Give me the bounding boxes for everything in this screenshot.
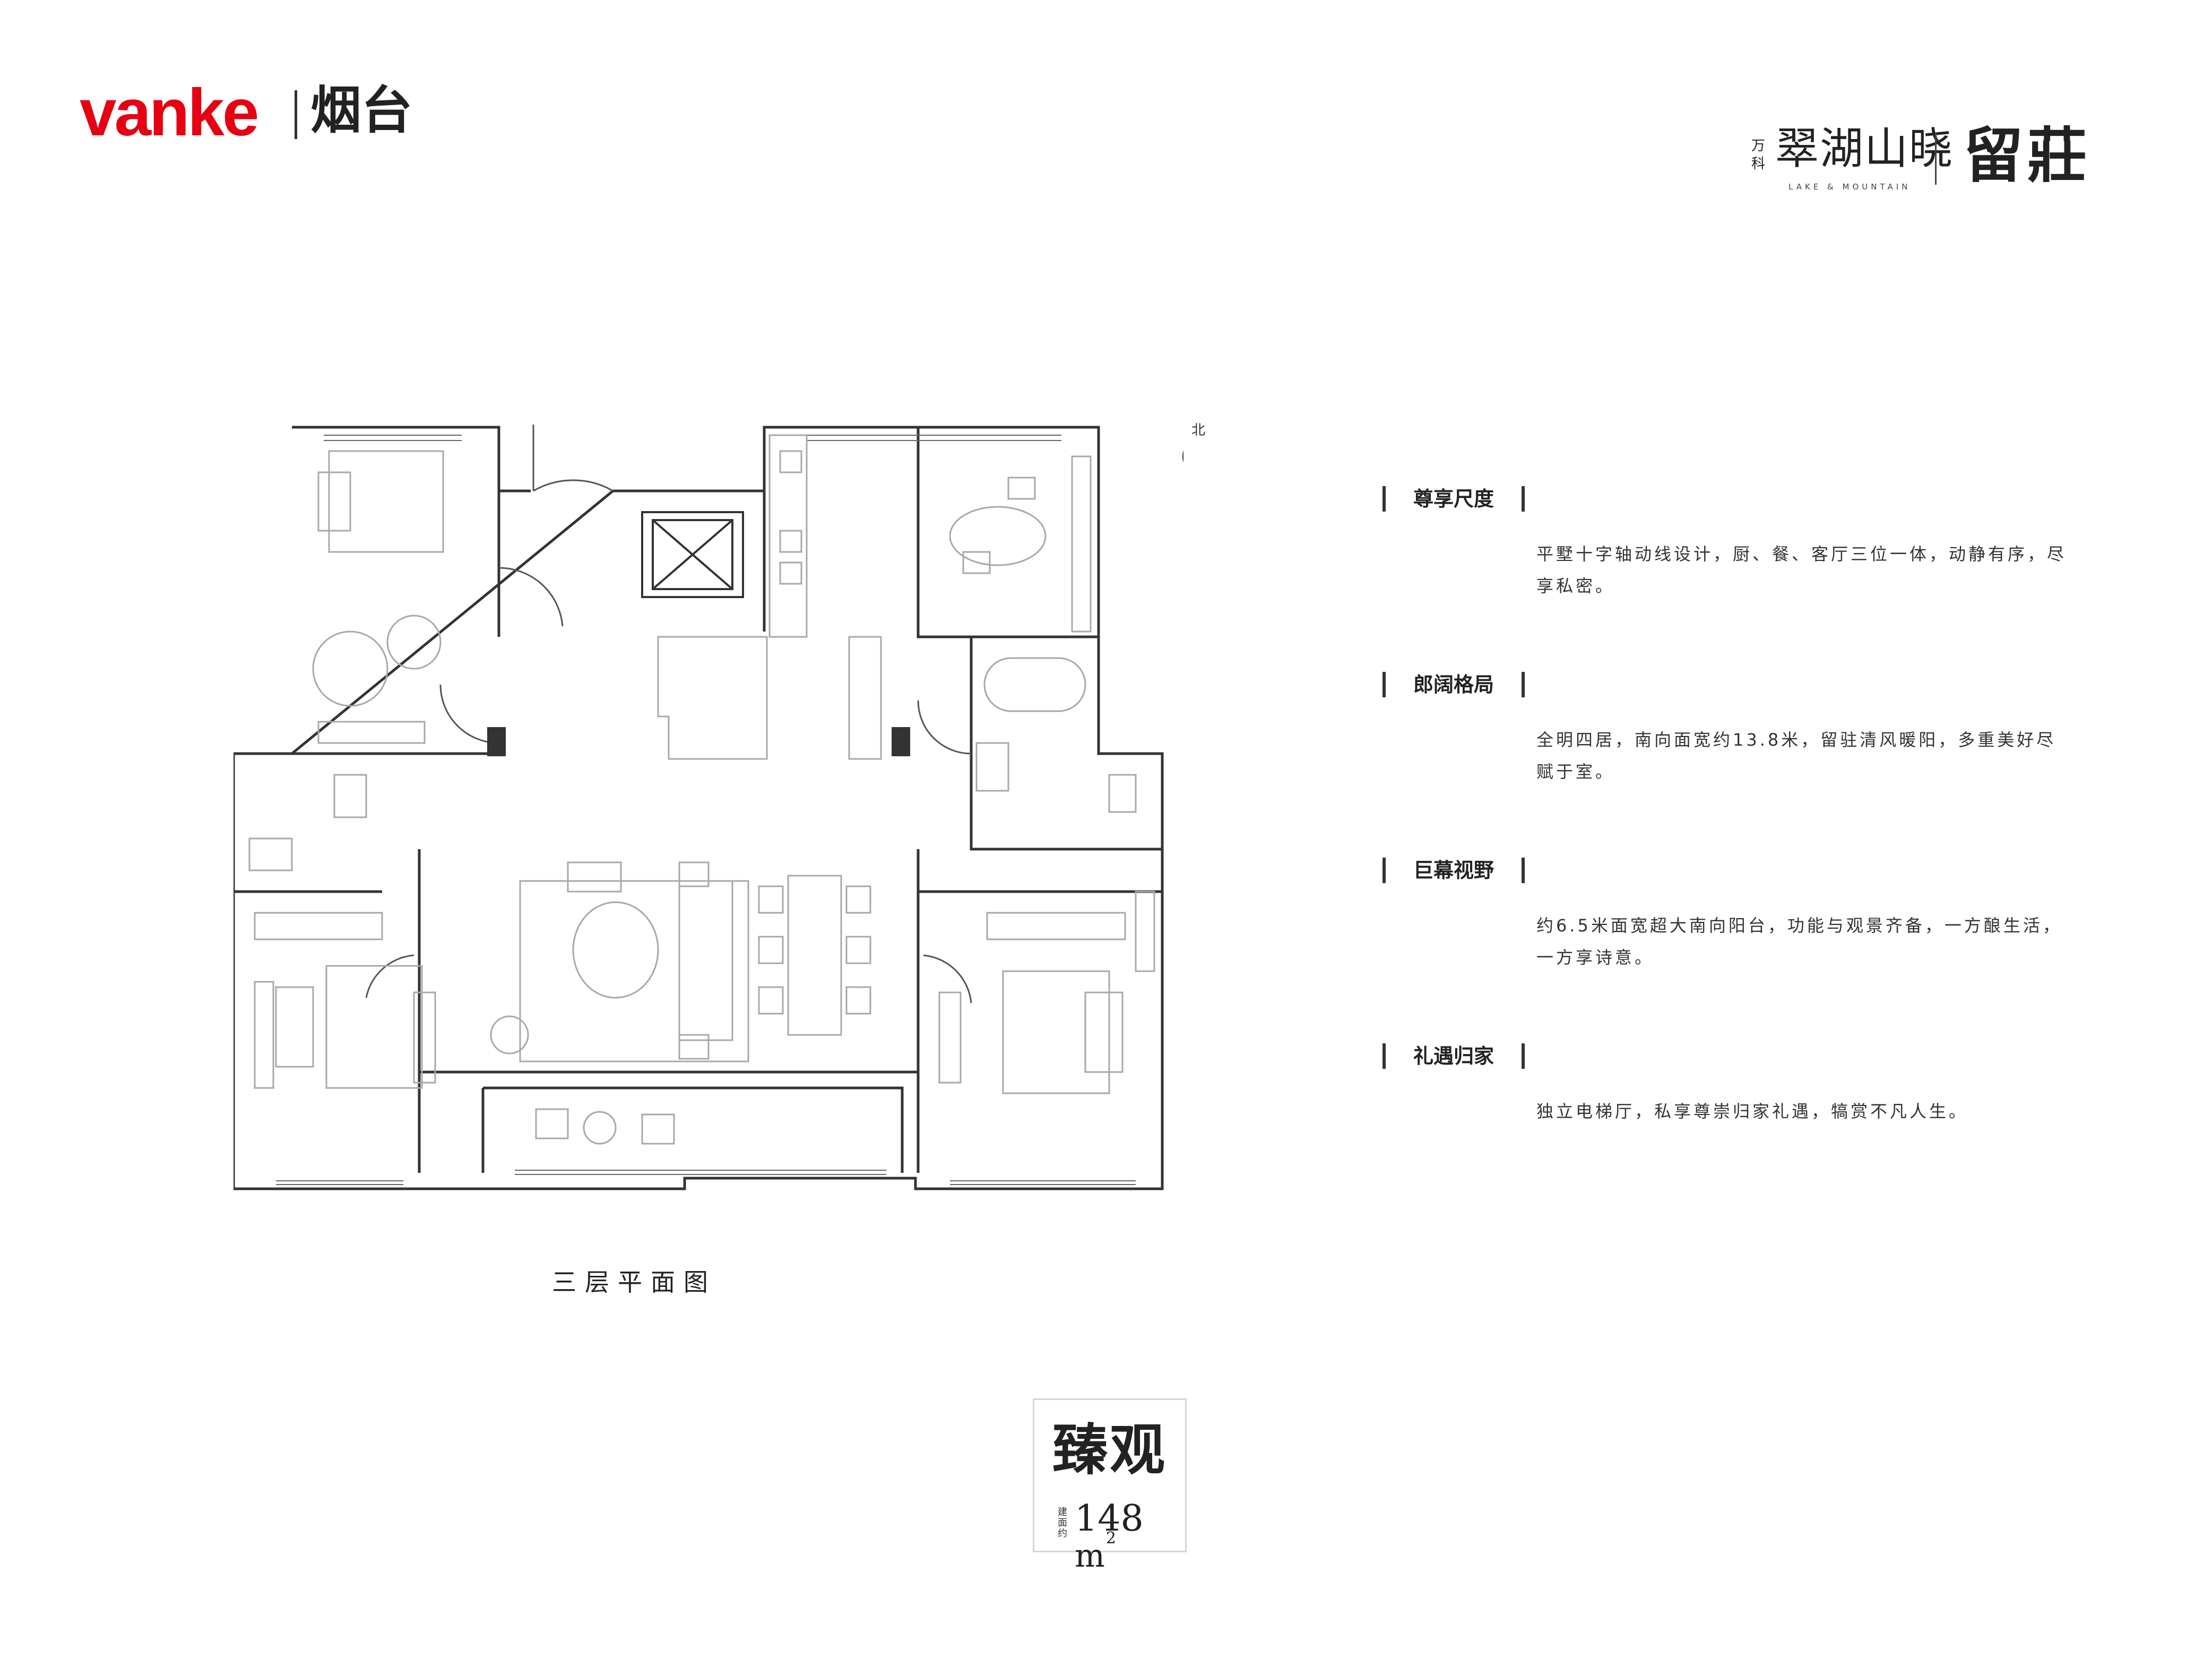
feature-2: 郎阔格局 全明四居，南向面宽约13.8米，留驻清风暖阳，多重美好尽赋于室。 (1382, 669, 2072, 788)
sink (975, 742, 1009, 792)
project-prefix: 万科 (1751, 138, 1765, 172)
feature-description: 全明四居，南向面宽约13.8米，留驻清风暖阳，多重美好尽赋于室。 (1536, 730, 2057, 782)
sofa (678, 880, 733, 1041)
toilet (333, 774, 367, 818)
feature-bar (1382, 858, 1386, 883)
feature-bar (1382, 1043, 1386, 1069)
feature-4: 礼遇归家 独立电梯厅，私享尊崇归家礼遇，犒赏不凡人生。 (1382, 1040, 2072, 1127)
desk (317, 471, 351, 532)
feature-description: 平墅十字轴动线设计，厨、餐、客厅三位一体，动静有序，尽享私密。 (1536, 544, 2067, 596)
wardrobe (254, 912, 383, 940)
round-table (949, 506, 1047, 566)
feature-head: 郎阔格局 (1382, 669, 2072, 701)
toilet (1108, 774, 1137, 813)
cabinet (848, 636, 882, 760)
area-value: 148 m2 (1075, 1501, 1185, 1573)
feature-bar (1522, 858, 1525, 883)
desk (275, 986, 314, 1068)
plan-walls (234, 426, 1164, 1190)
wardrobe (317, 721, 426, 744)
project-divider (1935, 133, 1937, 185)
feature-head: 巨幕视野 (1382, 854, 2072, 886)
area-label: 建面约 (1058, 1507, 1067, 1539)
bookshelf (254, 981, 274, 1089)
bookshelf (1071, 455, 1092, 633)
wardrobe (986, 912, 1126, 940)
bed (325, 965, 423, 1089)
bed (328, 450, 444, 553)
feature-description: 独立电梯厅，私享尊崇归家礼遇，犒赏不凡人生。 (1536, 1101, 1969, 1121)
pillars (487, 727, 910, 756)
feature-bar (1522, 1043, 1525, 1069)
wall-outer (234, 426, 1164, 1190)
project-name: 翠湖山晓 (1775, 124, 1954, 174)
project-series: 留莊 (1964, 121, 2091, 191)
area-unit: m (1075, 1537, 1105, 1575)
plan-caption: 三层平面图 (552, 1268, 716, 1297)
armchair (490, 1015, 529, 1055)
rug (519, 880, 749, 1062)
area-unit-sup: 2 (1105, 1529, 1116, 1548)
brand-city: 烟台 (310, 81, 412, 140)
bathtub (983, 657, 1086, 712)
wall-north-west (292, 426, 531, 492)
project-subtitle: LAKE & MOUNTAIN (1788, 182, 1911, 192)
feature-head: 尊享尺度 (1382, 483, 2072, 515)
feature-title: 郎阔格局 (1413, 673, 1494, 696)
feature-head: 礼遇归家 (1382, 1040, 2072, 1072)
feature-description: 约6.5米面宽超大南向阳台，功能与观景齐备，一方酿生活，一方享诗意。 (1536, 915, 2062, 967)
feature-title: 尊享尺度 (1413, 487, 1494, 511)
sink (248, 837, 293, 871)
desk (1084, 991, 1124, 1073)
brand-divider (295, 90, 297, 139)
area-number: 148 (1075, 1498, 1144, 1540)
dining-table (787, 875, 842, 1036)
balcony-wall (483, 1086, 904, 1173)
feature-bar (1382, 672, 1386, 697)
vanke-logo: vanke (80, 76, 259, 150)
lounge-chair (312, 630, 388, 707)
feature-bar (1382, 486, 1386, 512)
wall-inner (970, 637, 1162, 851)
doors (365, 425, 972, 1004)
umbrella (386, 615, 442, 670)
furniture (248, 434, 1155, 1145)
north-label: 北 (1191, 422, 1206, 438)
floor-plan (234, 425, 1183, 1190)
unit-type-name: 臻观 (1052, 1417, 1167, 1482)
coffee-table (572, 901, 659, 999)
feature-title: 巨幕视野 (1413, 859, 1494, 882)
kitchen-counter (768, 434, 808, 638)
feature-bar (1522, 672, 1525, 697)
feature-1: 尊享尺度 平墅十字轴动线设计，厨、餐、客厅三位一体，动静有序，尽享私密。 (1382, 483, 2072, 602)
feature-3: 巨幕视野 约6.5米面宽超大南向阳台，功能与观景齐备，一方酿生活，一方享诗意。 (1382, 854, 2072, 973)
plan-windows (276, 435, 1136, 1185)
bed (1002, 970, 1110, 1094)
kitchen-island (657, 636, 768, 760)
wall-inner (917, 427, 1099, 638)
elevator (641, 511, 744, 598)
feature-title: 礼遇归家 (1413, 1044, 1494, 1068)
feature-bar (1522, 486, 1525, 512)
area-badge: 臻观 建面约 148 m2 (1033, 1398, 1187, 1572)
